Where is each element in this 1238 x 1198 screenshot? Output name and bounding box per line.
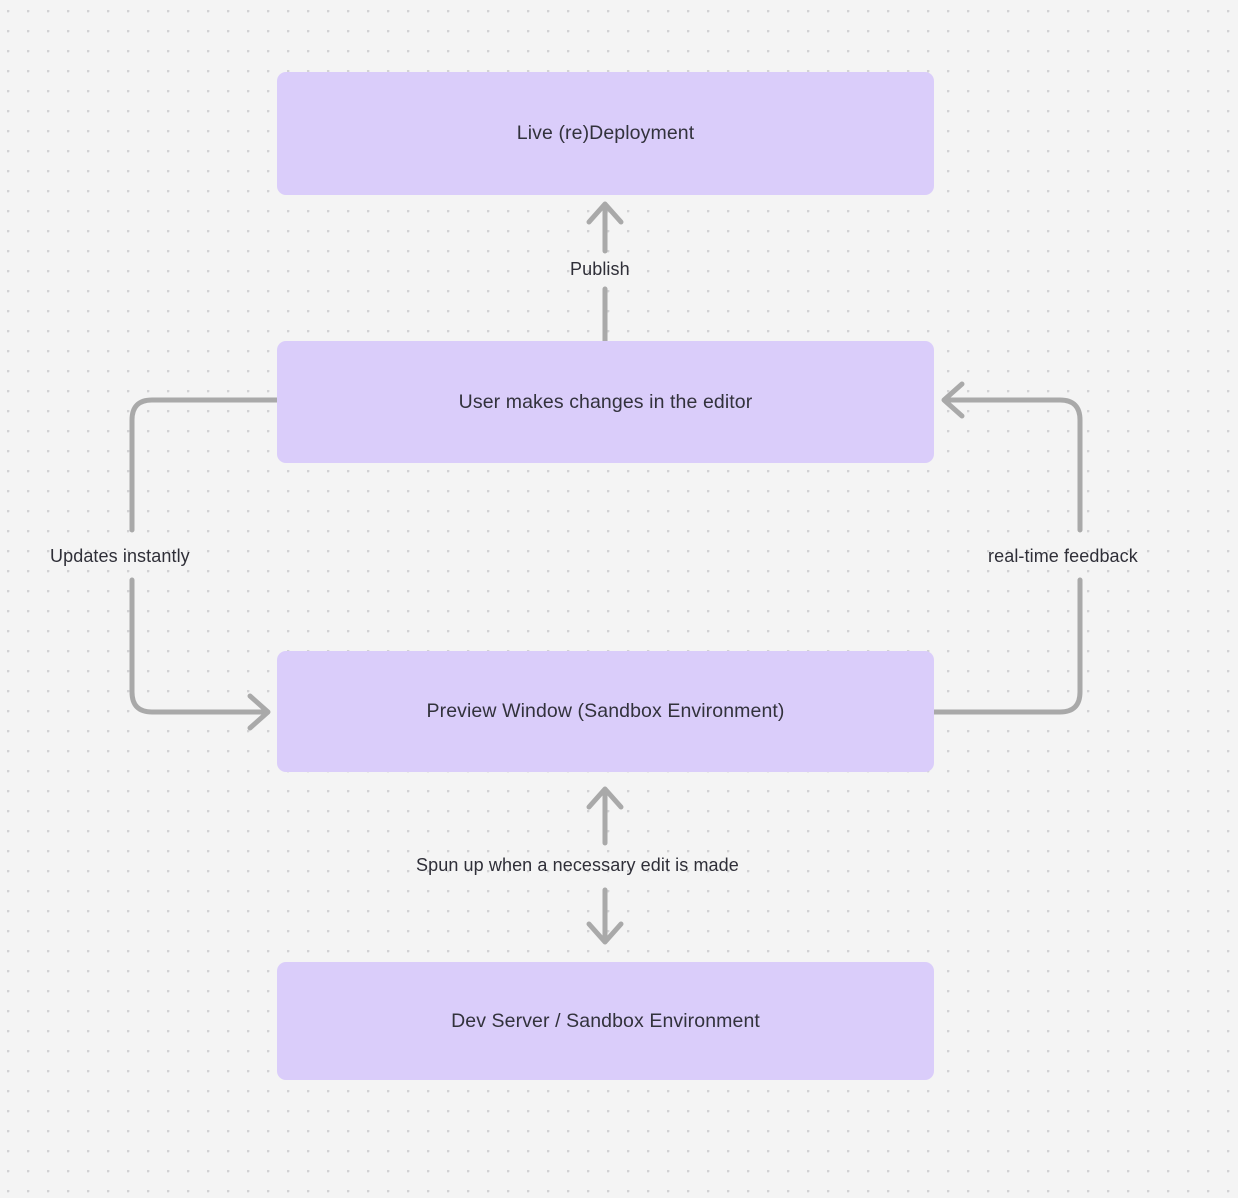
edge-updates-instantly-lower-segment <box>129 577 269 715</box>
edge-spun-up-arrowhead-up <box>586 786 624 810</box>
node-user-edits[interactable]: User makes changes in the editor <box>277 341 934 463</box>
edge-updates-instantly-upper-segment <box>129 397 280 533</box>
node-preview-window[interactable]: Preview Window (Sandbox Environment) <box>277 651 934 772</box>
edge-real-time-feedback-upper-segment <box>943 397 1083 533</box>
node-preview-window-label: Preview Window (Sandbox Environment) <box>426 700 785 723</box>
edge-label-publish: Publish <box>570 259 630 279</box>
node-dev-server[interactable]: Dev Server / Sandbox Environment <box>277 962 934 1080</box>
node-user-edits-label: User makes changes in the editor <box>458 390 753 413</box>
edge-real-time-feedback-lower-segment <box>931 577 1083 715</box>
node-dev-server-label: Dev Server / Sandbox Environment <box>451 1009 760 1032</box>
node-live-deployment-label: Live (re)Deployment <box>516 122 695 145</box>
edge-spun-up-arrowhead-down <box>586 921 624 945</box>
node-live-deployment[interactable]: Live (re)Deployment <box>277 72 934 195</box>
edge-updates-instantly-arrowhead-right <box>247 693 271 731</box>
edge-label-spun-up: Spun up when a necessary edit is made <box>416 855 739 875</box>
edge-publish-arrowhead-up <box>586 201 624 225</box>
edge-label-updates-instantly: Updates instantly <box>50 546 190 566</box>
edge-real-time-feedback-arrowhead-left <box>941 381 965 419</box>
edge-label-real-time-feedback: real-time feedback <box>988 546 1138 566</box>
